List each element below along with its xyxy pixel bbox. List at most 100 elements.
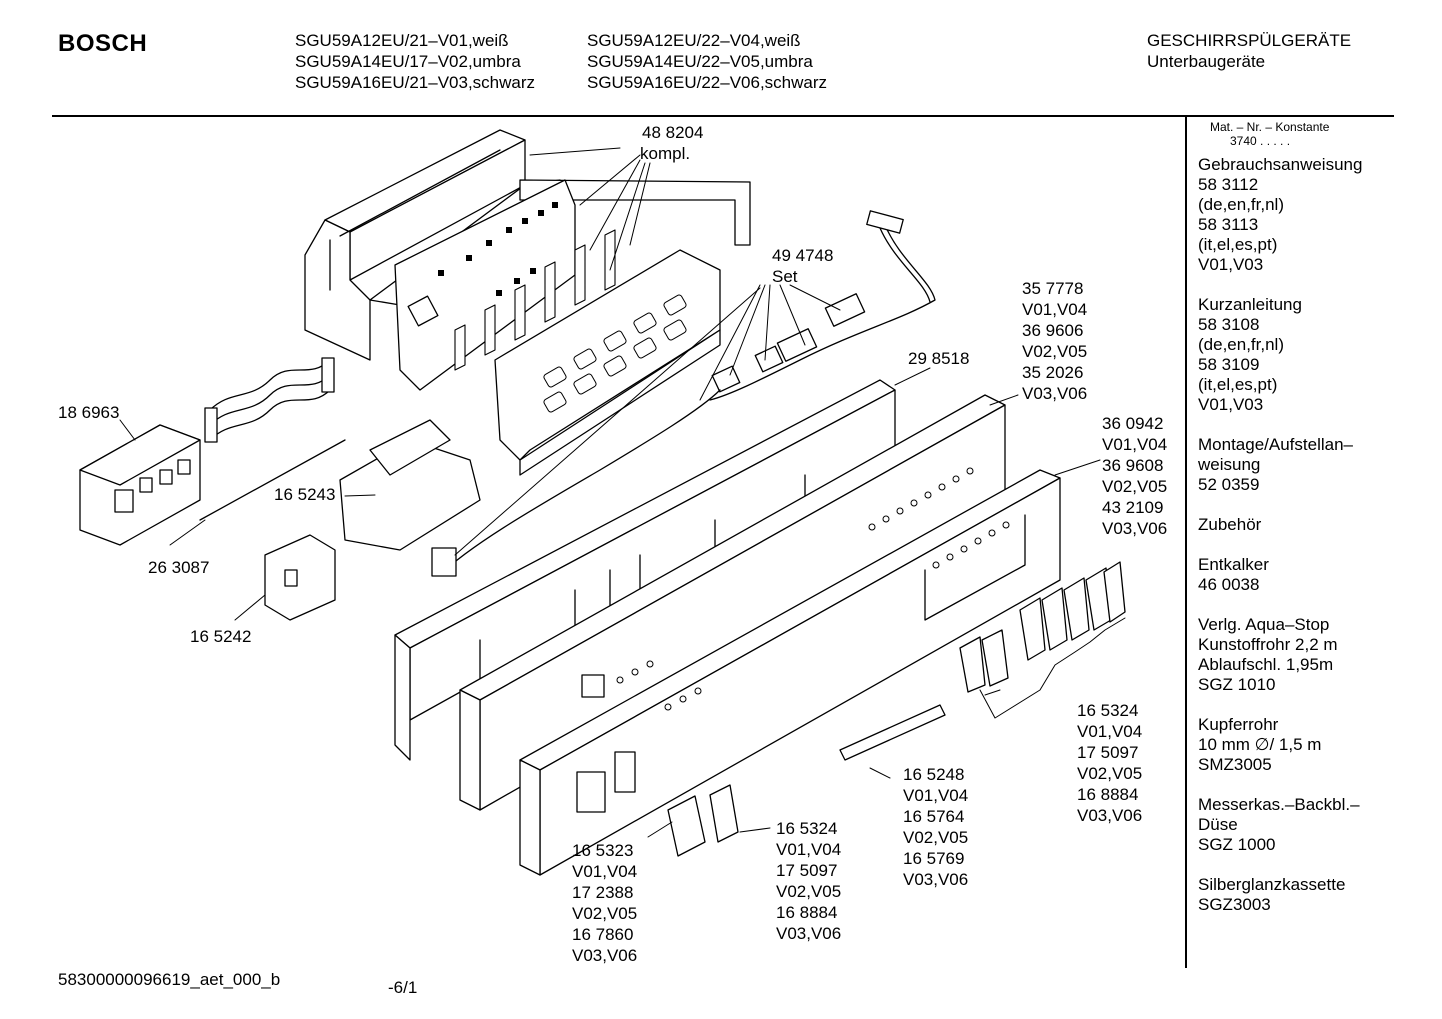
contact-strips [455, 230, 615, 370]
part-label-488204: 48 8204 kompl. [640, 122, 703, 164]
part-variant: V03,V06 [1077, 806, 1143, 825]
part-variant: V02,V05 [776, 882, 842, 901]
accessory-detail: SGZ 1000 [1198, 835, 1276, 854]
part-variant: V03,V06 [1102, 519, 1168, 538]
accessory-title: Montage/Aufstellan– [1198, 435, 1353, 454]
part-variant: V02,V05 [1077, 764, 1143, 783]
accessory-detail: 58 3109 [1198, 355, 1260, 374]
button-block-part [668, 785, 738, 856]
part-number: 16 5243 [274, 485, 336, 504]
part-variant: V01,V04 [903, 786, 969, 805]
accessory-detail: (it,el,es,pt) [1198, 235, 1278, 254]
sidebar-divider [1185, 116, 1187, 968]
part-variant: 16 5764 [903, 807, 965, 826]
model-list-1: SGU59A12EU/21–V01,weiß SGU59A14EU/17–V02… [295, 30, 535, 93]
part-variant: V01,V04 [1102, 435, 1168, 454]
header-rule [52, 115, 1394, 117]
cable-harness-part [432, 211, 935, 576]
accessory-detail: 58 3108 [1198, 315, 1260, 334]
part-number: 16 5323 [572, 841, 634, 860]
part-variant: V03,V06 [572, 946, 638, 965]
accessory-title: Zubehör [1198, 515, 1262, 534]
accessory-detail: 52 0359 [1198, 475, 1260, 494]
exploded-parts-drawing [0, 0, 1180, 1019]
part-variant: V01,V04 [1022, 300, 1088, 319]
accessory-title: Kurzanleitung [1198, 295, 1302, 314]
accessory-detail: SGZ3003 [1198, 895, 1271, 914]
accessory-detail: 58 3112 [1198, 175, 1259, 194]
accessory-detail: Düse [1198, 815, 1238, 834]
accessory-detail: SGZ 1010 [1198, 675, 1276, 694]
display-module-part [80, 425, 200, 545]
accessory-detail: Ablaufschl. 1,95m [1198, 655, 1334, 674]
accessory-detail: V01,V03 [1198, 395, 1264, 414]
accessory-detail: V01,V03 [1198, 255, 1264, 274]
accessory-title: Verlg. Aqua–Stop [1198, 615, 1330, 634]
category-subtitle: Unterbaugeräte [1147, 52, 1266, 71]
accessory-detail: 58 3113 [1198, 215, 1259, 234]
category-block: GESCHIRRSPÜLGERÄTE Unterbaugeräte [1147, 30, 1351, 72]
part-variant: V03,V06 [903, 870, 969, 889]
part-variant: V02,V05 [903, 828, 969, 847]
part-variant: 36 9608 [1102, 456, 1164, 475]
switch-part [265, 535, 335, 620]
part-variant: 36 9606 [1022, 321, 1084, 340]
part-variant: V03,V06 [1022, 384, 1088, 403]
document-id: 58300000096619_aet_000_b [58, 970, 281, 989]
ribbon-cable-part [205, 358, 334, 442]
accessory-detail: Kunstoffrohr 2,2 m [1198, 635, 1338, 654]
part-number: 36 0942 [1102, 414, 1164, 433]
model-item: SGU59A16EU/21–V03,schwarz [295, 73, 536, 92]
model-list-2: SGU59A12EU/22–V04,weiß SGU59A14EU/22–V05… [587, 30, 827, 93]
matnr-block: Mat. – Nr. – Konstante 3740 . . . . . [1210, 120, 1329, 148]
part-variant: V02,V05 [1022, 342, 1088, 361]
accessory-title: Entkalker [1198, 555, 1269, 574]
part-variant: V01,V04 [1077, 722, 1143, 741]
rod-part [200, 440, 345, 520]
part-label-494748: 49 4748 Set [772, 245, 833, 287]
accessory-detail: 10 mm ∅/ 1,5 m [1198, 735, 1322, 754]
part-number: 35 7778 [1022, 279, 1084, 298]
accessory-detail: 46 0038 [1198, 575, 1260, 594]
part-variant: 35 2026 [1022, 363, 1084, 382]
accessory-title: Messerkas.–Backbl.– [1198, 795, 1360, 814]
part-number: 48 8204 [642, 123, 704, 142]
part-label-298518: 29 8518 [908, 348, 969, 369]
part-number: 49 4748 [772, 246, 834, 265]
accessory-detail: (de,en,fr,nl) [1198, 195, 1284, 214]
accessory-title: Gebrauchsanweisung [1198, 155, 1363, 174]
part-note: kompl. [640, 144, 691, 163]
model-item: SGU59A14EU/17–V02,umbra [295, 52, 521, 71]
part-variant: 16 7860 [572, 925, 634, 944]
part-label-263087: 26 3087 [148, 557, 209, 578]
brand-logo: BOSCH [58, 30, 148, 57]
part-label-165242: 16 5242 [190, 626, 251, 647]
part-variant: 16 5769 [903, 849, 965, 868]
accessory-detail: (de,en,fr,nl) [1198, 335, 1284, 354]
model-item: SGU59A16EU/22–V06,schwarz [587, 73, 828, 92]
part-variant: V02,V05 [1102, 477, 1168, 496]
part-note: Set [772, 267, 798, 286]
accessory-block: Zubehör [1198, 515, 1398, 535]
button-pair-part [960, 630, 1008, 692]
model-item: SGU59A12EU/22–V04,weiß [587, 31, 801, 50]
accessory-title: Silberglanzkassette [1198, 875, 1346, 894]
matnr-value: 3740 . . . . . [1230, 134, 1291, 148]
part-number: 16 5324 [776, 819, 838, 838]
part-number: 26 3087 [148, 558, 210, 577]
strip-part [840, 705, 945, 760]
part-label-186963: 18 6963 [58, 402, 119, 423]
inner-frame-part [395, 380, 895, 760]
